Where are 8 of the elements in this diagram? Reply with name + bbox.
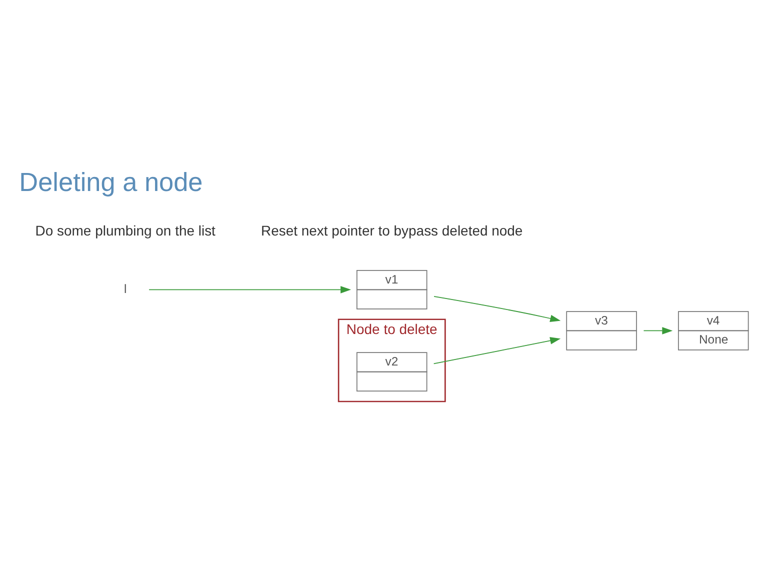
arrow — [643, 327, 673, 334]
label: Reset next pointer to bypass deleted node — [261, 222, 523, 238]
arrow — [148, 286, 352, 294]
diagram-title: Deleting a node — [19, 166, 203, 197]
arrow — [434, 296, 561, 322]
label: Do some plumbing on the list — [35, 222, 216, 238]
node-text: l — [124, 282, 127, 296]
arrow — [433, 337, 561, 364]
